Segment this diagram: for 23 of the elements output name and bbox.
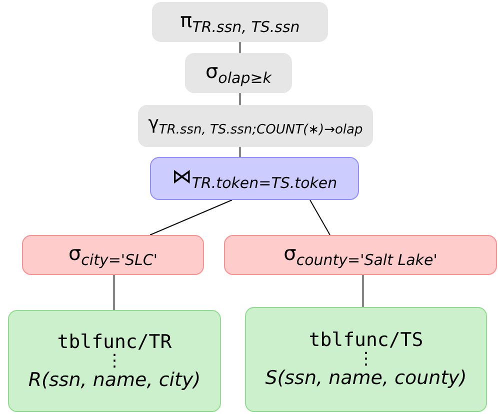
connector-line xyxy=(362,274,364,308)
operator-box xyxy=(152,2,328,42)
table-box xyxy=(8,310,221,412)
operator-box xyxy=(138,105,373,147)
join-box xyxy=(150,157,359,200)
operator-expression: π$_{TR.ssn, TS.ssn}$ xyxy=(180,8,300,36)
selection-box xyxy=(224,235,497,275)
connector-line xyxy=(150,200,232,236)
relation-schema: R(ssn, name, city) xyxy=(28,370,201,390)
table-box xyxy=(245,307,487,412)
operator-expression: ⋈$_{TR.token=TS.token}$ xyxy=(172,165,338,192)
operator-expression: σ$_{county='Salt Lake'}$ xyxy=(284,242,438,268)
selection-box xyxy=(22,235,204,275)
connector-line xyxy=(310,200,330,236)
operator-expression: σ$_{olap≥k}$ xyxy=(205,60,272,86)
table-function-name: tblfunc/TR xyxy=(57,332,172,352)
table-function-name: tblfunc/TS xyxy=(308,330,424,351)
operator-expression: σ$_{city='SLC'}$ xyxy=(68,242,158,268)
operator-box xyxy=(185,53,292,93)
operator-expression: γ$_{TR.ssn, TS.ssn;COUNT(∗)→olap}$ xyxy=(148,114,363,138)
ellipsis-mark: ⋮ xyxy=(106,352,123,370)
relation-schema: S(ssn, name, county) xyxy=(265,368,467,389)
ellipsis-mark: ⋮ xyxy=(358,351,374,368)
